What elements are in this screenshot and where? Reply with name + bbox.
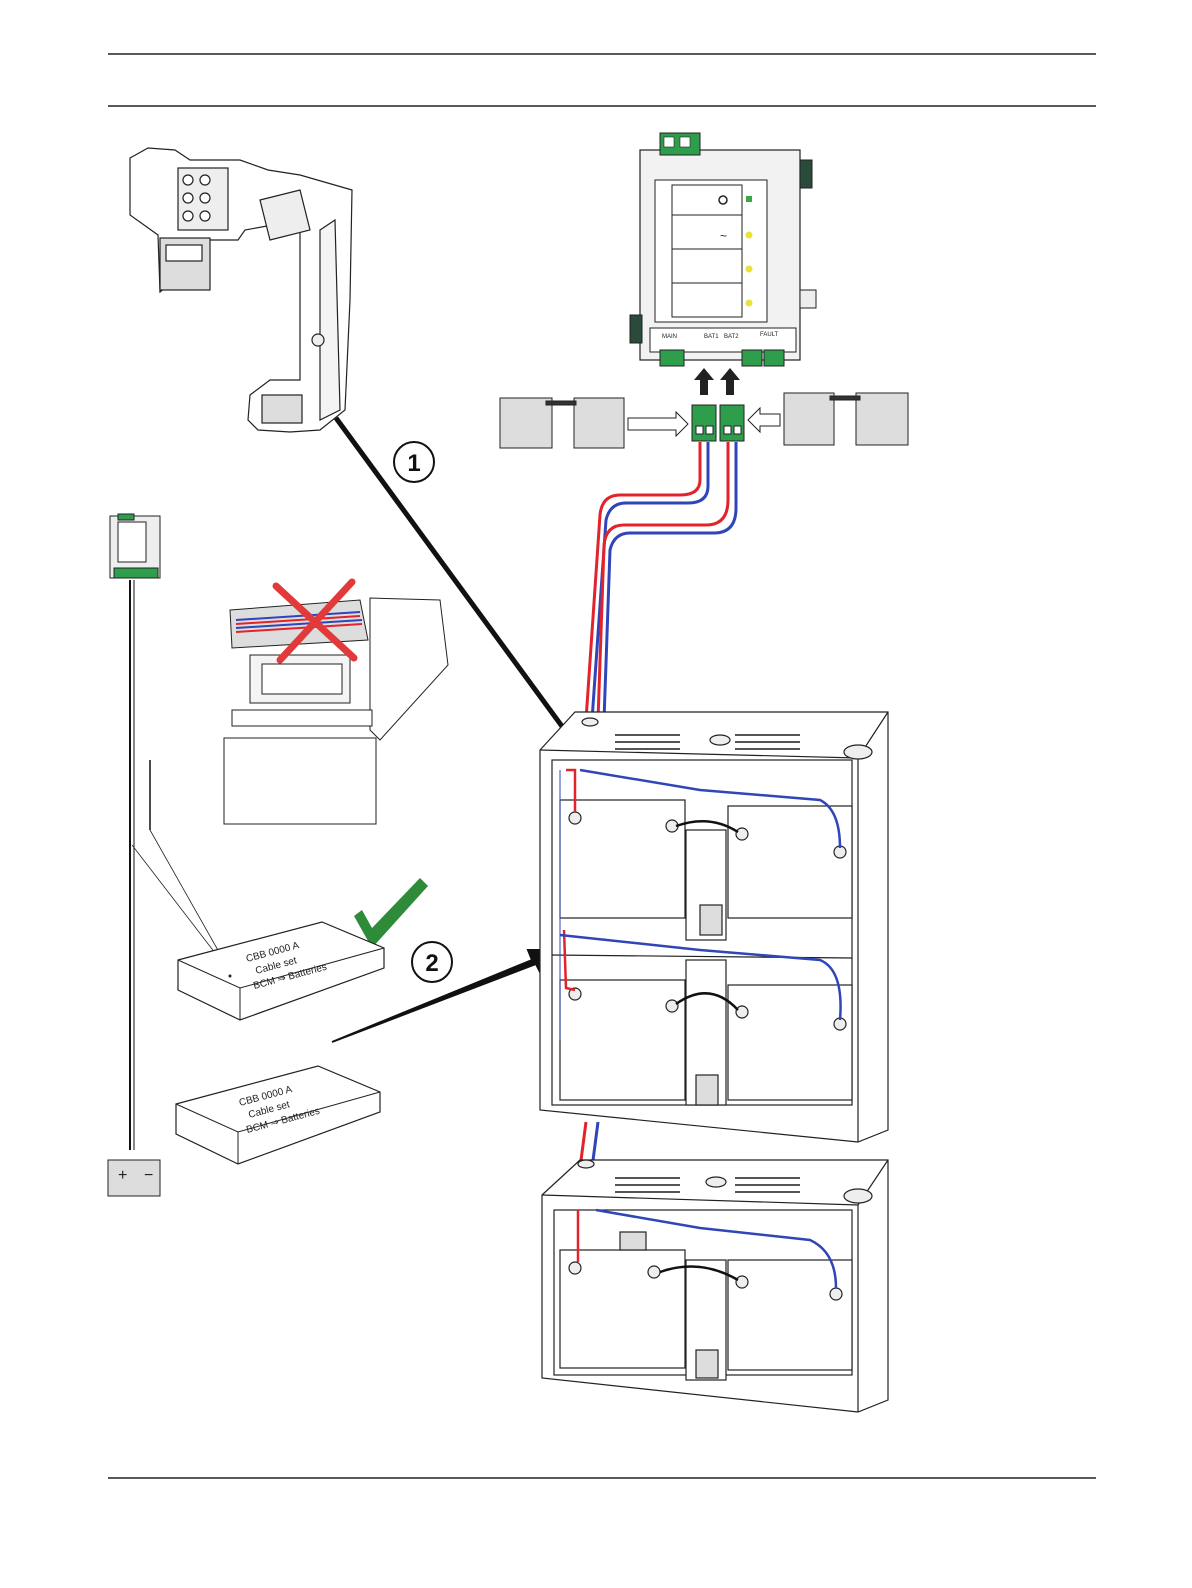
label-main: MAIN [662,334,677,340]
led-green [746,196,752,202]
led-yellow [746,232,753,239]
step-1-number: 1 [407,450,420,477]
step-2-number: 2 [425,950,438,977]
label-bat2: BAT2 [724,334,739,340]
battery-plus: + [118,1167,127,1184]
small-module-with-cable [110,514,232,1150]
arrow-icon [694,368,740,395]
label-fault: FAULT [760,332,779,338]
led-yellow [746,300,753,307]
battery-connector-plugs [692,405,744,441]
mounting-bracket [130,148,352,432]
battery-pair-left [500,398,688,448]
led-yellow [746,266,753,273]
svg-text:~: ~ [720,229,727,243]
battery-icon: + − [108,1160,160,1196]
battery-minus: − [144,1167,153,1184]
old-cable-tray [224,598,448,824]
battery-charger-module: ~ MAIN BAT1 BAT2 FAULT [630,133,816,366]
cable-set-box-bottom: CBB 0000 A Cable set BCM ⇒ Batteries [176,1066,380,1164]
battery-wires [586,442,736,720]
cable-set-box-top: CBB 0000 A Cable set BCM ⇒ Batteries [178,922,384,1020]
label-bat1: BAT1 [704,334,719,340]
battery-pair-right [748,393,908,445]
check-icon [354,878,428,948]
battery-cabinet-large [540,712,888,1142]
